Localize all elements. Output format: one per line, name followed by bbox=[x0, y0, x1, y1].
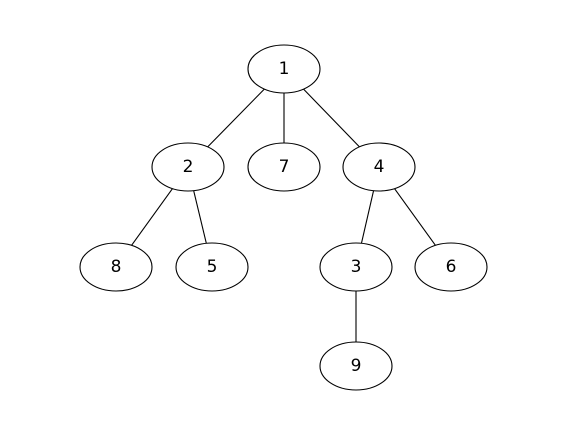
edge-n4-n3 bbox=[360, 190, 375, 244]
node-label: 7 bbox=[279, 157, 290, 177]
node-ellipse bbox=[342, 142, 416, 192]
tree-node-9: 9 bbox=[319, 341, 393, 391]
edge-n2-n5 bbox=[193, 190, 207, 244]
node-label: 3 bbox=[351, 257, 362, 277]
node-ellipse bbox=[414, 242, 488, 292]
edge-n1-n2 bbox=[207, 88, 265, 148]
edge-n2-n8 bbox=[131, 188, 173, 246]
edge-layer bbox=[131, 88, 436, 342]
tree-node-4: 4 bbox=[342, 142, 416, 192]
node-layer: 1 2 7 4 8 5 3 6 9 bbox=[79, 44, 488, 391]
edge-n4-n6 bbox=[394, 188, 436, 246]
node-ellipse bbox=[319, 341, 393, 391]
tree-node-5: 5 bbox=[175, 242, 249, 292]
node-ellipse bbox=[151, 142, 225, 192]
tree-node-3: 3 bbox=[319, 242, 393, 292]
edge-n1-n4 bbox=[303, 88, 360, 148]
node-label: 5 bbox=[207, 257, 218, 277]
tree-node-1: 1 bbox=[247, 44, 321, 94]
tree-node-8: 8 bbox=[79, 242, 153, 292]
node-label: 2 bbox=[183, 157, 194, 177]
node-label: 4 bbox=[374, 157, 385, 177]
node-ellipse bbox=[175, 242, 249, 292]
node-ellipse bbox=[319, 242, 393, 292]
tree-node-6: 6 bbox=[414, 242, 488, 292]
node-ellipse bbox=[79, 242, 153, 292]
tree-node-2: 2 bbox=[151, 142, 225, 192]
node-label: 9 bbox=[351, 356, 362, 376]
node-label: 1 bbox=[279, 59, 290, 79]
node-ellipse bbox=[247, 44, 321, 94]
node-label: 8 bbox=[111, 257, 122, 277]
node-label: 6 bbox=[446, 257, 457, 277]
tree-node-7: 7 bbox=[247, 142, 321, 192]
node-ellipse bbox=[247, 142, 321, 192]
